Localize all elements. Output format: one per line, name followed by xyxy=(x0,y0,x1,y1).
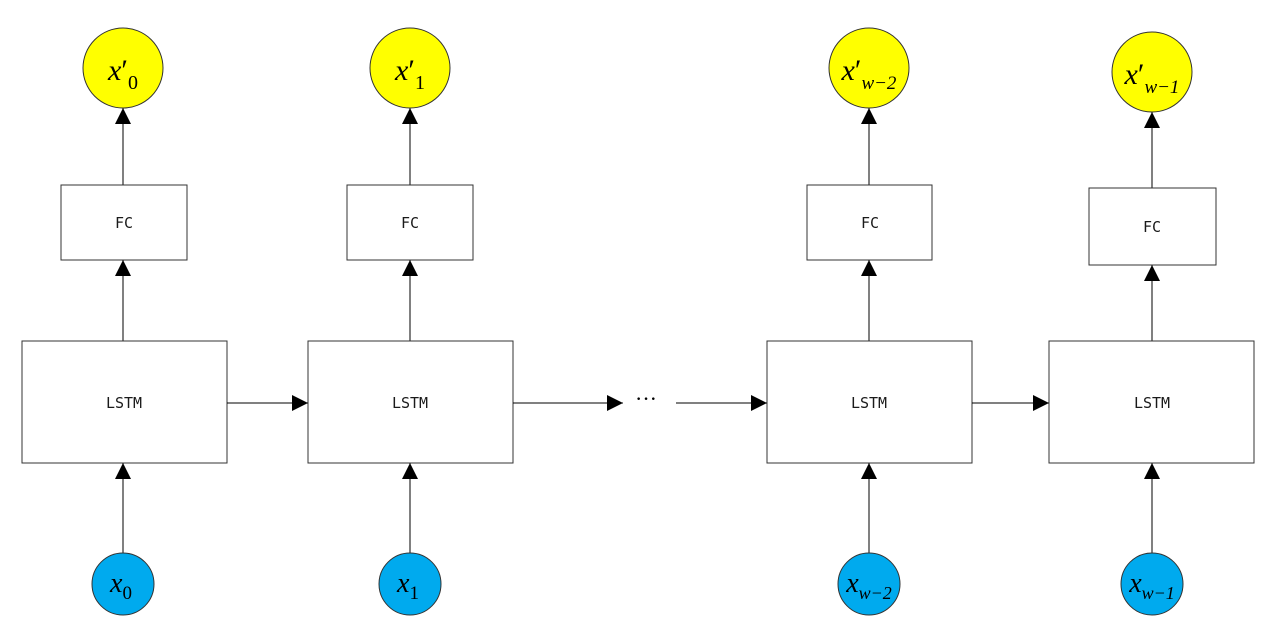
output-label-1: x′1 xyxy=(394,54,425,94)
column-0: x′0 FC LSTM x0 xyxy=(21,27,228,616)
input-label-w-1: xw−1 xyxy=(1128,568,1175,603)
column-w-1: x′w−1 FC LSTM xw−1 xyxy=(1048,31,1255,616)
input-label-0: x0 xyxy=(109,568,132,604)
fc-box-0 xyxy=(60,184,188,261)
ellipsis-label: ··· xyxy=(635,386,657,411)
input-label-w-2: xw−2 xyxy=(845,568,892,603)
input-node-w-1 xyxy=(1120,552,1184,616)
lstm-box-w-2 xyxy=(766,340,973,464)
fc-label-w-1: FC xyxy=(1143,218,1161,236)
fc-label-1: FC xyxy=(401,214,419,232)
fc-box-1 xyxy=(346,184,474,261)
column-w-2: x′w−2 FC LSTM xw−2 xyxy=(766,27,973,616)
lstm-box-0 xyxy=(21,340,228,464)
fc-box-w-1 xyxy=(1088,187,1217,266)
input-node-1 xyxy=(378,552,442,616)
fc-label-w-2: FC xyxy=(861,214,879,232)
column-1: x′1 FC LSTM x1 xyxy=(307,27,514,616)
input-node-0 xyxy=(91,552,155,616)
fc-label-0: FC xyxy=(115,214,133,232)
lstm-label-w-2: LSTM xyxy=(851,394,887,412)
fc-box-w-2 xyxy=(806,184,933,261)
lstm-box-w-1 xyxy=(1048,340,1255,464)
input-node-w-2 xyxy=(837,552,901,616)
output-label-w-1: x′w−1 xyxy=(1124,58,1180,98)
output-label-w-2: x′w−2 xyxy=(841,54,897,94)
output-label-0: x′0 xyxy=(107,54,138,94)
input-label-1: x1 xyxy=(396,568,419,604)
lstm-label-0: LSTM xyxy=(106,394,142,412)
lstm-label-w-1: LSTM xyxy=(1134,394,1170,412)
lstm-label-1: LSTM xyxy=(392,394,428,412)
